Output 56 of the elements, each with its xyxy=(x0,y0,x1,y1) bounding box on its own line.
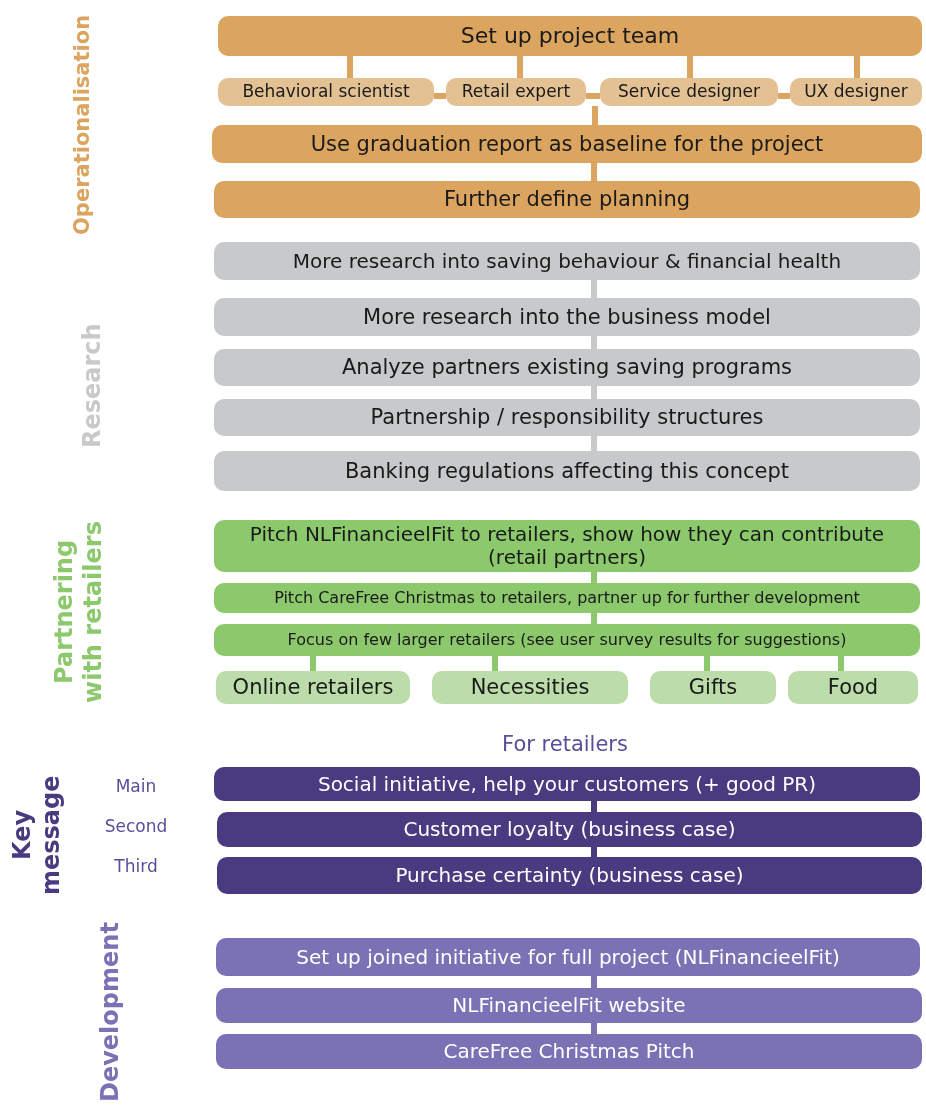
connector-line xyxy=(591,847,597,857)
connector-line xyxy=(591,613,597,624)
process-box: Customer loyalty (business case) xyxy=(217,812,922,847)
process-box: CareFree Christmas Pitch xyxy=(216,1034,922,1069)
process-box: Focus on few larger retailers (see user survey results for suggestions) xyxy=(214,624,920,656)
process-box: Analyze partners existing saving programs xyxy=(214,349,920,386)
connector-line xyxy=(778,93,790,99)
connector-line xyxy=(434,93,446,99)
connector-line xyxy=(591,280,597,298)
connector-line xyxy=(838,656,844,671)
section-heading: Key message xyxy=(8,774,66,897)
process-box: Partnership / responsibility structures xyxy=(214,399,920,436)
process-box: Food xyxy=(788,671,918,704)
connector-line xyxy=(492,656,498,671)
process-box: More research into the business model xyxy=(214,298,920,336)
column-heading: For retailers xyxy=(501,732,629,758)
process-box: UX designer xyxy=(790,78,922,106)
connector-line xyxy=(687,56,693,78)
connector-line xyxy=(591,572,597,583)
process-box: Use graduation report as baseline for the project xyxy=(212,125,922,163)
connector-line xyxy=(591,163,597,181)
section-heading: Operationalisation xyxy=(70,13,95,237)
process-box: Social initiative, help your customers (+ good PR) xyxy=(214,767,920,801)
process-box: Set up joined initiative for full project (NLFinancieelFit) xyxy=(216,938,920,976)
connector-line xyxy=(591,386,597,399)
process-box: More research into saving behaviour & financial health xyxy=(214,242,920,280)
process-box: Behavioral scientist xyxy=(218,78,434,106)
process-box: Gifts xyxy=(650,671,776,704)
section-heading: Development xyxy=(96,921,125,1104)
column-heading: Main xyxy=(114,776,158,798)
column-heading: Second xyxy=(103,816,169,838)
column-heading: Third xyxy=(113,856,159,878)
section-heading: Partnering with retailers xyxy=(50,520,108,705)
process-box: Set up project team xyxy=(218,16,922,56)
process-box: Service designer xyxy=(600,78,778,106)
process-box: Online retailers xyxy=(216,671,410,704)
process-box: Pitch NLFinancieelFit to retailers, show how they can contribute (retail partners) xyxy=(214,520,920,572)
process-box: Pitch CareFree Christmas to retailers, partner up for further development xyxy=(214,583,920,613)
process-box: Purchase certainty (business case) xyxy=(217,857,922,894)
process-box: Necessities xyxy=(432,671,628,704)
process-box: Further define planning xyxy=(214,181,920,218)
connector-line xyxy=(347,56,353,78)
connector-line xyxy=(591,976,597,988)
connector-line xyxy=(591,1023,597,1034)
connector-line xyxy=(586,93,600,99)
connector-line xyxy=(704,656,710,671)
process-box: Retail expert xyxy=(446,78,586,106)
connector-line xyxy=(591,801,597,812)
process-box: NLFinancieelFit website xyxy=(216,988,922,1023)
connector-line xyxy=(517,56,523,78)
connector-line xyxy=(591,336,597,349)
connector-line xyxy=(592,106,598,125)
connector-line xyxy=(310,656,316,671)
process-box: Banking regulations affecting this concept xyxy=(214,451,920,491)
connector-line xyxy=(591,436,597,451)
connector-line xyxy=(854,56,860,78)
